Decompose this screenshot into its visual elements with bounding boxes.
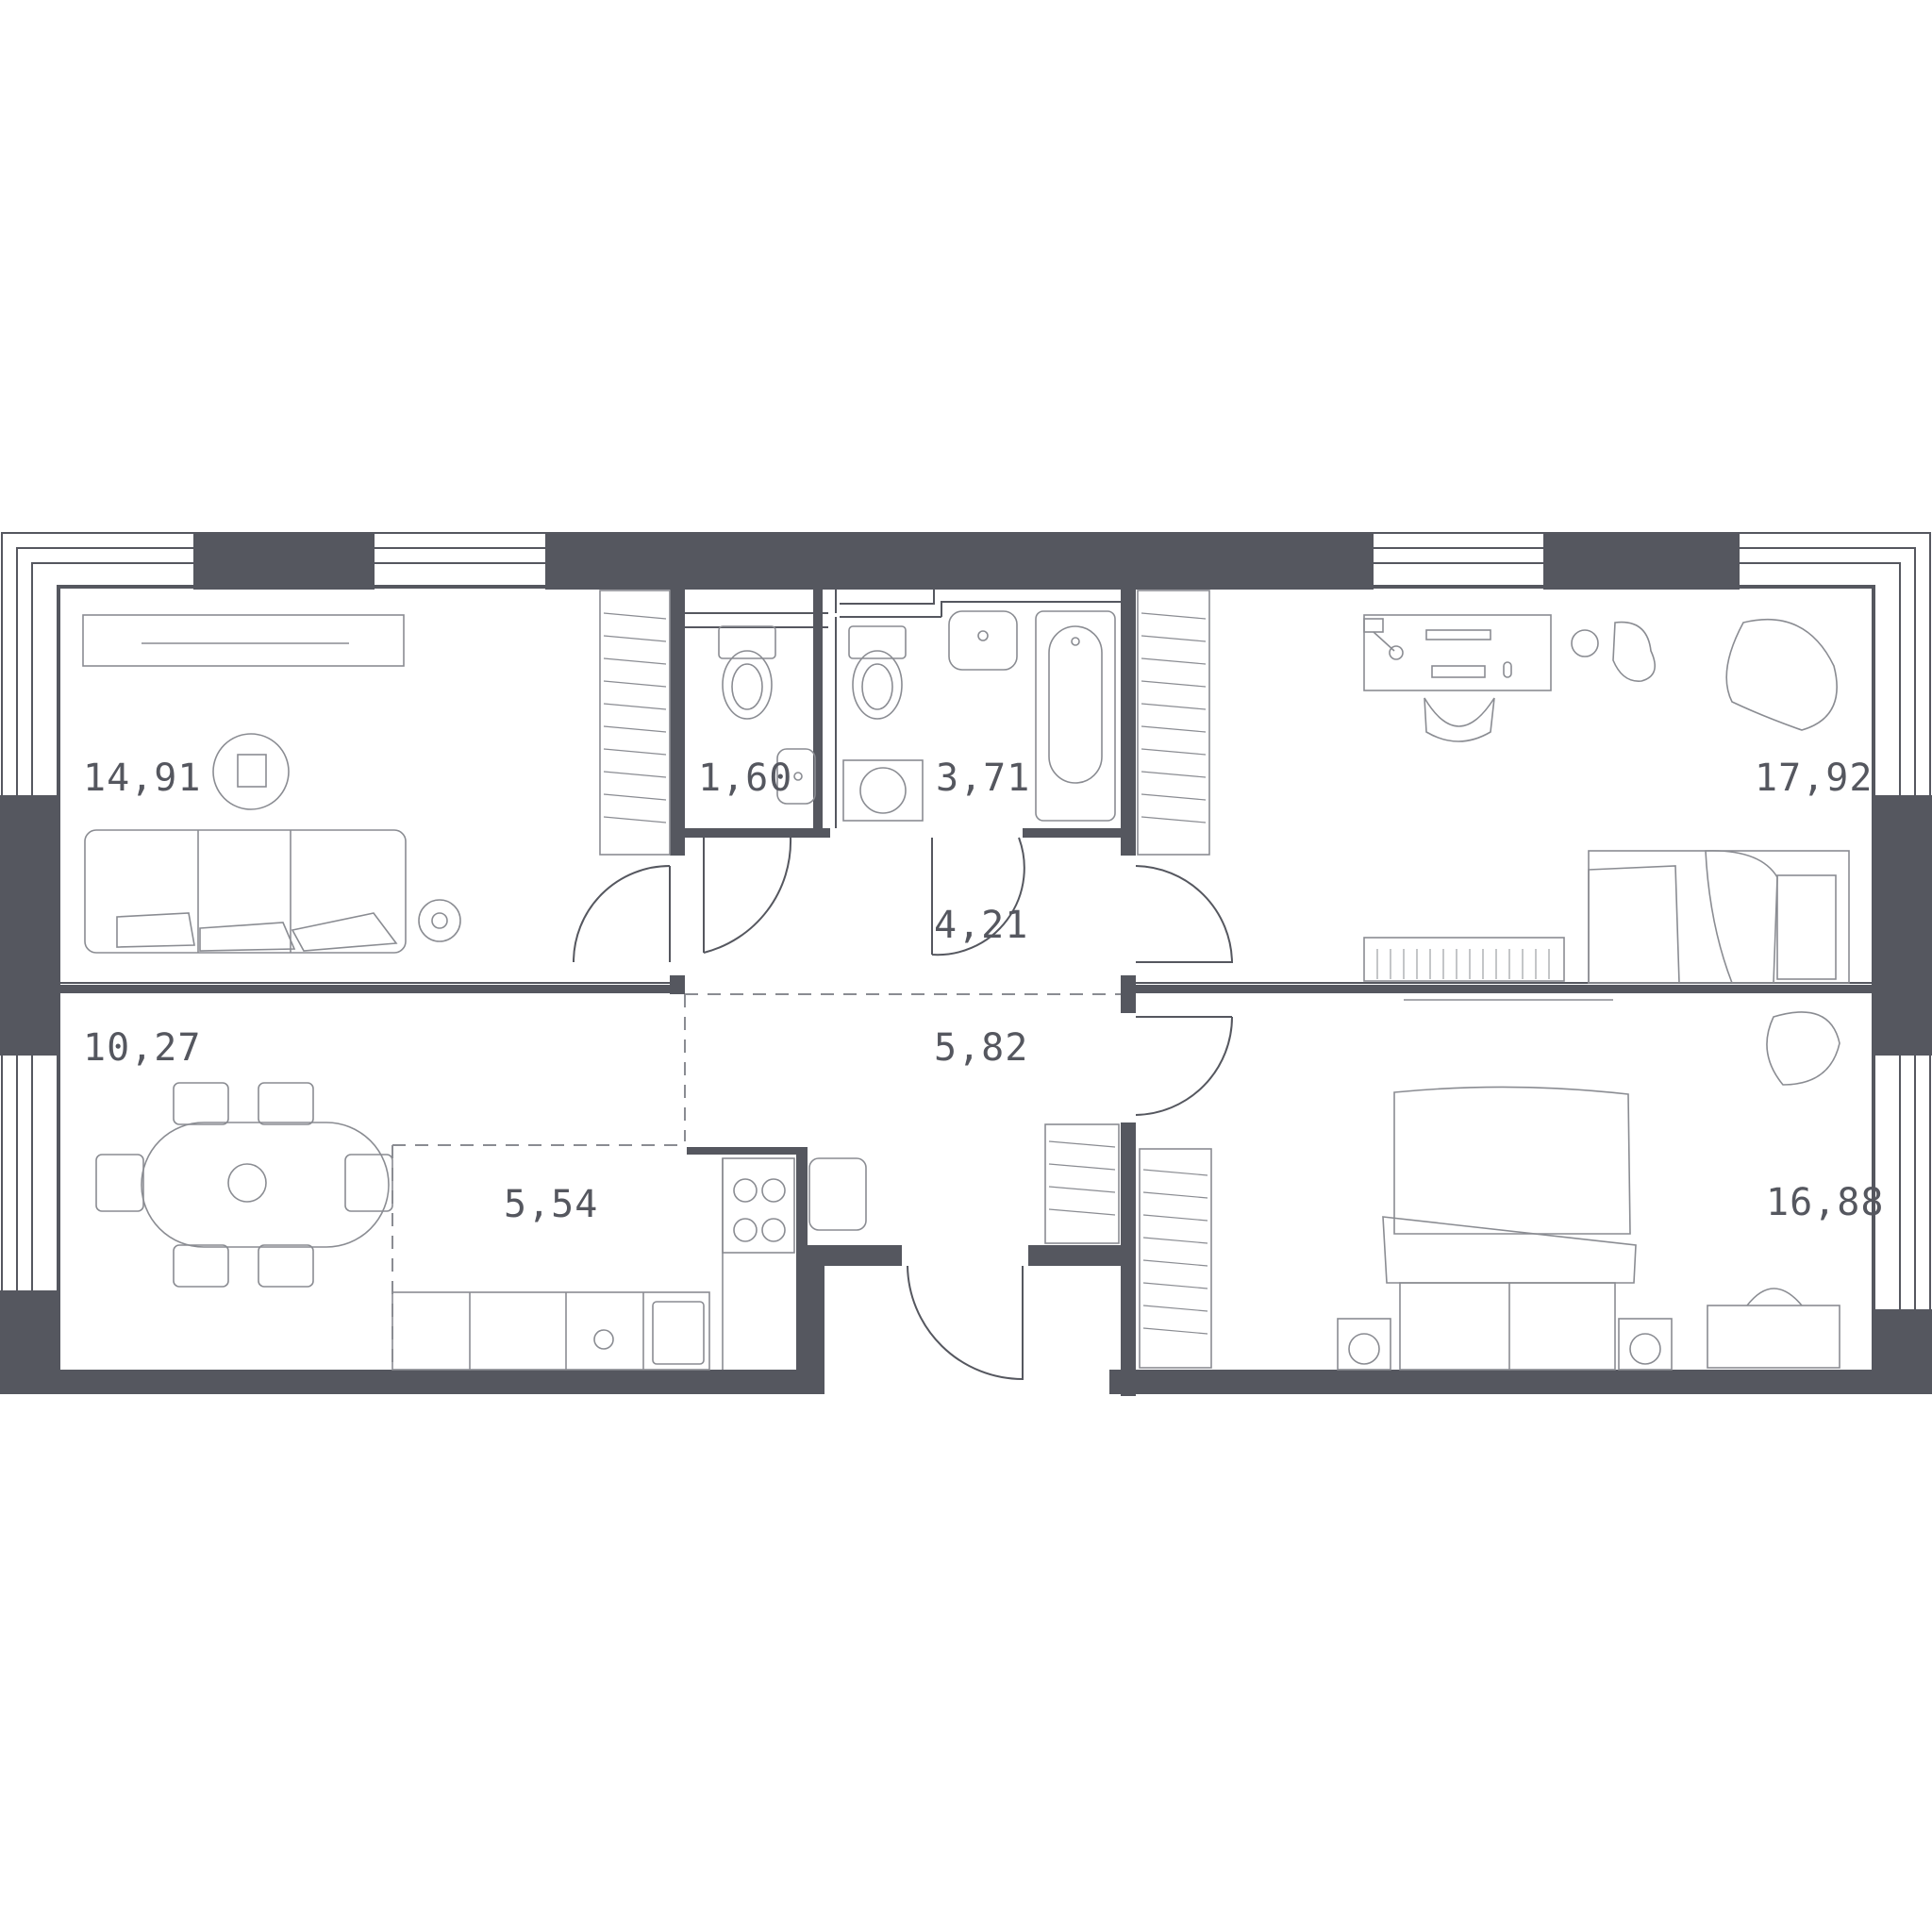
ball xyxy=(1571,629,1599,657)
nightstand-left xyxy=(1337,1318,1391,1371)
washing-machine xyxy=(842,759,924,822)
cooktop xyxy=(722,1157,795,1254)
faucet xyxy=(593,1329,614,1350)
plant xyxy=(1766,1011,1840,1086)
bathtub xyxy=(1035,610,1116,822)
dresser xyxy=(1707,1305,1840,1369)
area-bedroom-top: 17,92 xyxy=(1755,757,1873,800)
nightstand-right xyxy=(1618,1318,1673,1371)
outer-contour xyxy=(1,532,1931,1394)
fridge xyxy=(808,1157,867,1231)
exterior-walls xyxy=(0,533,1932,1394)
area-living-room: 14,91 xyxy=(83,757,201,800)
wc-sink xyxy=(776,748,816,805)
mouse xyxy=(1503,661,1512,678)
toilet-bowl-2 xyxy=(852,650,903,720)
bed-top xyxy=(1588,850,1850,984)
living-room-furniture xyxy=(82,614,461,954)
area-hall-lower: 5,82 xyxy=(934,1026,1028,1070)
bed-pillow xyxy=(1393,1086,1631,1235)
kitchen-furniture xyxy=(391,1157,867,1371)
area-bathroom: 3,71 xyxy=(936,757,1030,800)
kitchen-sink xyxy=(652,1301,705,1365)
bookshelf xyxy=(1363,937,1565,982)
tv-stand xyxy=(82,614,405,667)
desk xyxy=(1363,614,1552,691)
sofa xyxy=(84,829,407,954)
keyboard xyxy=(1431,665,1486,678)
bedroom-top-furniture xyxy=(1363,614,1850,984)
toilet-tank xyxy=(718,625,776,659)
bathroom-sink xyxy=(948,610,1018,671)
toilet-bowl xyxy=(722,650,773,720)
kitchen-counter xyxy=(391,1291,710,1371)
area-hall-upper: 4,21 xyxy=(934,904,1028,947)
bed-bottom xyxy=(1399,1282,1616,1371)
doors xyxy=(573,837,1234,1381)
coffee-table xyxy=(212,733,290,810)
interior-walls xyxy=(58,590,1874,1396)
table-flowers xyxy=(227,1163,267,1203)
area-wc: 1,60 xyxy=(698,757,792,800)
area-dining: 10,27 xyxy=(83,1026,201,1070)
bathroom-fixtures xyxy=(842,610,1116,822)
area-kitchen: 5,54 xyxy=(504,1183,598,1226)
floor-lamp xyxy=(418,899,461,942)
partitions xyxy=(58,590,1874,1370)
monitor xyxy=(1425,629,1491,640)
dining-furniture xyxy=(95,1082,393,1288)
toy xyxy=(1612,621,1657,682)
area-labels: 14,91 1,60 3,71 17,92 4,21 10,27 5,82 5,… xyxy=(83,757,1884,1226)
armchair xyxy=(1725,619,1838,731)
blanket xyxy=(1382,1216,1637,1284)
dining-table xyxy=(141,1122,390,1248)
area-bedroom-bottom: 16,88 xyxy=(1766,1181,1884,1224)
wardrobes xyxy=(599,590,1212,1369)
wc-fixtures xyxy=(718,625,816,805)
bedroom-bottom-furniture xyxy=(1337,999,1840,1371)
chair xyxy=(1424,697,1495,742)
